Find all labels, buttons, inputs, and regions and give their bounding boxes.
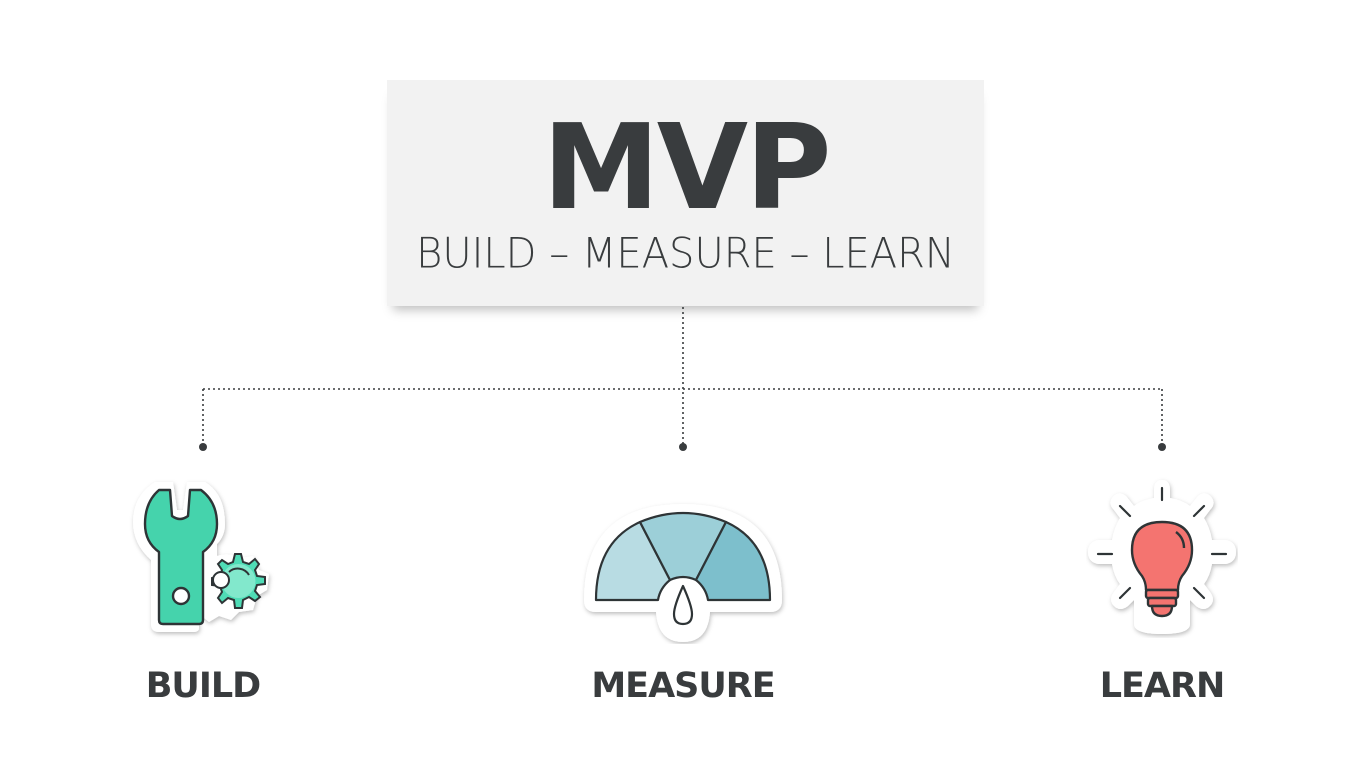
diagram-title: MVP (542, 98, 831, 236)
step-label-build: BUILD (145, 666, 261, 706)
step-label-measure: MEASURE (591, 666, 775, 706)
lightbulb-icon (1088, 480, 1236, 634)
gauge-icon (584, 504, 782, 642)
wrench-gear-icon (133, 482, 269, 632)
connector-dot-learn (1158, 443, 1166, 451)
title-card: MVP BUILD – MEASURE – LEARN (387, 80, 984, 306)
connector-dot-measure (679, 443, 687, 451)
connector-dot-build (199, 443, 207, 451)
step-label-learn: LEARN (1099, 666, 1226, 706)
diagram-subtitle: BUILD – MEASURE – LEARN (416, 229, 955, 279)
